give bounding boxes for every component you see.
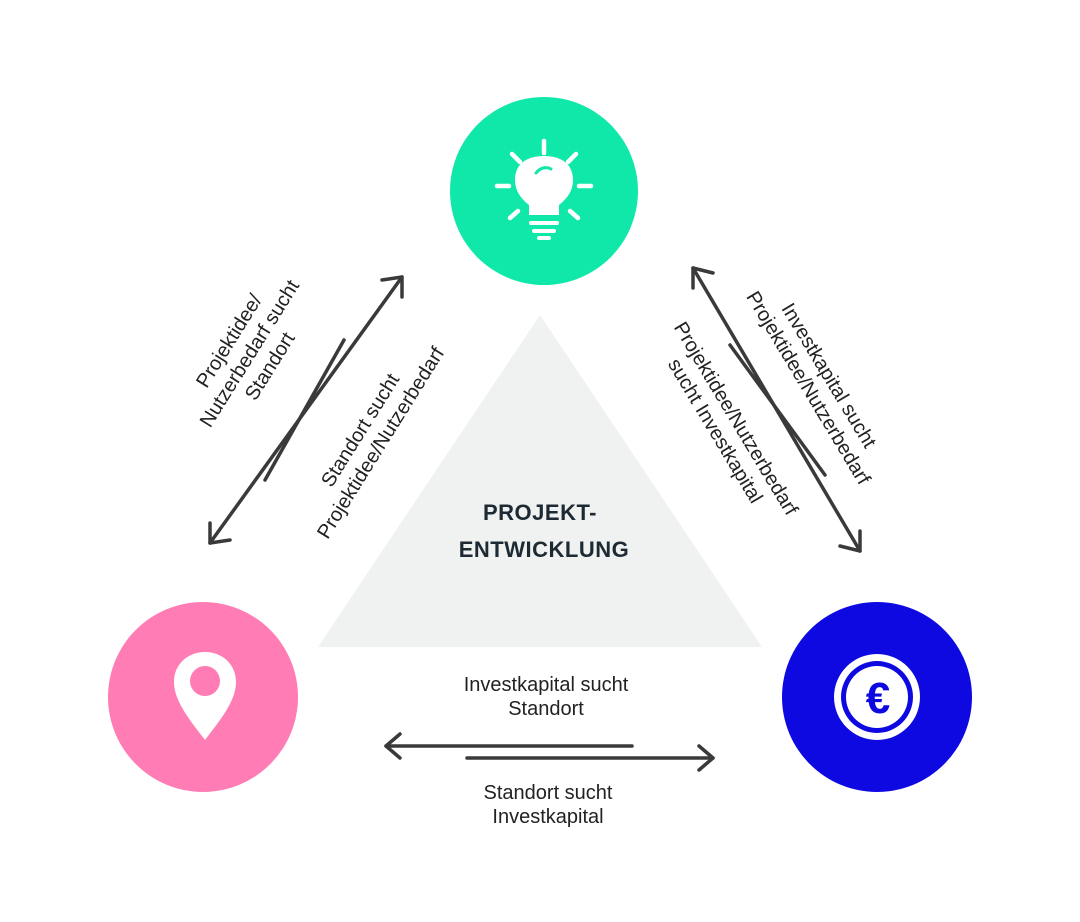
- label-bottom-bottom: Standort sucht Investkapital: [484, 782, 613, 828]
- svg-text:Investkapital: Investkapital: [492, 806, 603, 828]
- center-title-line1: PROJEKT-: [483, 500, 597, 525]
- location-node: [108, 602, 298, 792]
- svg-text:€: €: [866, 674, 890, 723]
- bottom-double-arrow: [384, 732, 715, 772]
- left-double-arrow: [208, 275, 404, 545]
- svg-text:Standort sucht: Standort sucht: [484, 782, 613, 804]
- center-triangle: [318, 315, 762, 647]
- euro-coin-icon: €: [834, 654, 920, 740]
- right-double-arrow: [691, 266, 862, 553]
- svg-text:Standort: Standort: [508, 698, 584, 720]
- idea-node: [450, 97, 638, 285]
- lightbulb-icon: [494, 138, 594, 240]
- center-title-line2: ENTWICKLUNG: [459, 537, 629, 562]
- svg-text:Investkapital sucht: Investkapital sucht: [464, 674, 629, 696]
- label-bottom-top: Investkapital sucht Standort: [464, 674, 629, 720]
- capital-node: €: [782, 602, 972, 792]
- map-pin-icon: [174, 652, 236, 740]
